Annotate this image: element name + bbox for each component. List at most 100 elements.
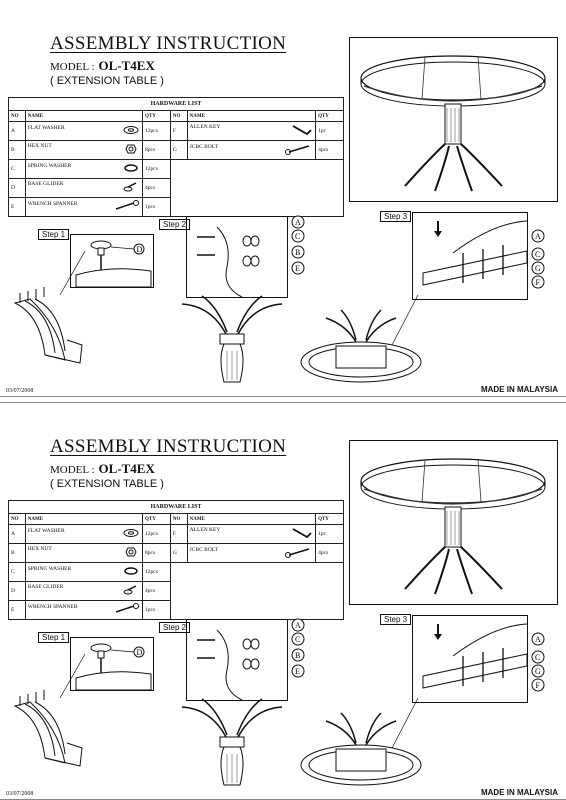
hardware-title: HARDWARE LIST (8, 500, 344, 514)
item-name: FLAT WASHER (27, 125, 65, 131)
step3-detail-box (412, 615, 528, 703)
callout-c: C (295, 635, 300, 644)
spring-washer-icon (122, 566, 140, 578)
item-qty: 4pcs (142, 581, 171, 601)
item-qty: 12pcs (142, 562, 171, 582)
item-name-cell: SPRING WASHER (24, 562, 144, 582)
allen-key-icon (291, 124, 313, 138)
item-qty: 1pc (315, 121, 344, 141)
step3-label: Step 3 (380, 211, 412, 222)
bolt-icon (283, 547, 313, 559)
item-name: JCBC BOLT (189, 144, 219, 150)
callout-e: E (295, 667, 300, 676)
table-legs-drawing (13, 250, 86, 364)
extension-table-illustration (360, 55, 546, 192)
hex-nut-icon (122, 546, 140, 560)
item-name-cell: ALLEN KEY (186, 524, 317, 544)
item-no: A (8, 121, 26, 141)
flat-washer-icon (122, 528, 140, 540)
callout-a-3: A (535, 232, 541, 241)
doc-subtitle: ( EXTENSION TABLE ) (50, 478, 164, 490)
step2-detail-box (186, 619, 288, 701)
model-line: MODEL :OL-T4EX (50, 58, 155, 74)
item-name-cell: JCBC BOLT (186, 543, 317, 563)
item-no: C (8, 562, 26, 582)
item-name: BASE GLIDER (27, 181, 64, 187)
item-no: B (8, 543, 26, 563)
item-no: D (8, 581, 26, 601)
col-qty: QTY (142, 110, 171, 122)
callout-c-3: C (535, 250, 540, 259)
model-label: MODEL : (50, 61, 95, 73)
item-name: ALLEN KEY (189, 527, 221, 533)
item-qty: 4pcs (142, 178, 171, 198)
item-name-cell: WRENCH SPANNER (24, 197, 144, 217)
empty-cell (169, 562, 345, 620)
item-no: F (169, 121, 188, 141)
instruction-sheet-top: ASSEMBLY INSTRUCTION MODEL :OL-T4EX ( EX… (0, 0, 566, 397)
doc-subtitle: ( EXTENSION TABLE ) (50, 75, 164, 87)
step2-label: Step 2 (159, 219, 191, 230)
step3-callouts: A C G F (531, 229, 545, 289)
instruction-sheet-bottom: ASSEMBLY INSTRUCTION MODEL :OL-T4EX ( EX… (0, 402, 566, 800)
item-no: A (8, 524, 26, 544)
hex-nut-icon (122, 143, 140, 157)
callout-a-3: A (535, 635, 541, 644)
item-qty: 1pcs (142, 600, 171, 620)
col-name-2: NAME (186, 513, 317, 525)
item-no: G (169, 140, 188, 160)
model-label: MODEL : (50, 464, 95, 476)
model-line: MODEL :OL-T4EX (50, 461, 155, 477)
item-no: D (8, 178, 26, 198)
table-legs-drawing (13, 653, 86, 767)
item-qty: 4pcs (315, 543, 344, 563)
doc-title: ASSEMBLY INSTRUCTION (50, 436, 287, 457)
extension-table-illustration (360, 458, 546, 595)
allen-key-icon (291, 527, 313, 541)
wrench-icon (114, 603, 140, 616)
item-no: E (8, 197, 26, 217)
callout-e: E (295, 264, 300, 273)
item-name-cell: BASE GLIDER (24, 178, 144, 198)
item-no: F (169, 524, 188, 544)
flat-washer-icon (122, 125, 140, 137)
step2-detail-box (186, 216, 288, 298)
item-name-cell: BASE GLIDER (24, 581, 144, 601)
item-qty: 4pcs (315, 140, 344, 160)
pedestal-drawing (181, 698, 283, 786)
callout-d: D (137, 245, 143, 254)
table-photo-box (349, 440, 558, 605)
item-qty: 12pcs (142, 159, 171, 179)
made-in-label: MADE IN MALAYSIA (480, 788, 558, 797)
col-no-2: NO (169, 513, 188, 525)
item-name: SPRING WASHER (27, 163, 72, 169)
step3-callouts: A C G F (531, 632, 545, 692)
made-in-label: MADE IN MALAYSIA (480, 385, 558, 394)
col-qty: QTY (142, 513, 171, 525)
step2-callouts: A C B E (291, 618, 305, 678)
base-glider-icon (122, 584, 140, 598)
item-name: WRENCH SPANNER (27, 201, 78, 207)
callout-g-3: G (535, 264, 541, 273)
bolt-detail (197, 226, 260, 298)
pedestal-drawing (181, 295, 283, 383)
step2-callouts: A C B E (291, 215, 305, 275)
item-name-cell: WRENCH SPANNER (24, 600, 144, 620)
col-qty-2: QTY (315, 513, 344, 525)
col-qty-2: QTY (315, 110, 344, 122)
col-name-2: NAME (186, 110, 317, 122)
item-name: HEX NUT (27, 546, 52, 552)
callout-b: B (295, 248, 300, 257)
step1-label: Step 1 (38, 632, 70, 643)
item-qty: 12pcs (142, 121, 171, 141)
step3-bolt-detail (422, 623, 528, 689)
item-name: ALLEN KEY (189, 124, 221, 130)
